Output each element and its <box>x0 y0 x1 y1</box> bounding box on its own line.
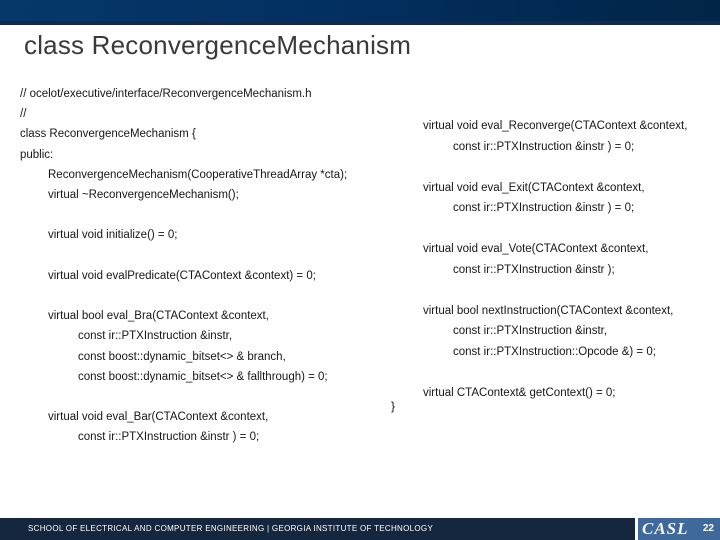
code-line: ReconvergenceMechanism(CooperativeThread… <box>48 168 348 181</box>
code-line: const ir::PTXInstruction &instr ) = 0; <box>78 431 260 444</box>
code-line: // ocelot/executive/interface/Reconverge… <box>20 88 312 100</box>
footer-bar: SCHOOL OF ELECTRICAL AND COMPUTER ENGINE… <box>0 518 720 540</box>
code-line <box>423 362 687 383</box>
code-line: virtual bool nextInstruction(CTAContext … <box>423 304 674 317</box>
code-line <box>423 280 687 301</box>
slide-title: class ReconvergenceMechanism <box>24 30 412 60</box>
code-line: const boost::dynamic_bitset<> & fallthro… <box>78 370 328 383</box>
code-line: virtual void initialize() = 0; <box>48 229 178 242</box>
code-line <box>20 205 347 225</box>
code-line: // <box>20 108 27 121</box>
code-line <box>423 157 687 178</box>
code-line: virtual void evalPredicate(CTAContext &c… <box>48 269 316 282</box>
code-line: virtual bool eval_Bra(CTAContext &contex… <box>48 310 269 323</box>
class-closing-brace: } <box>391 399 396 413</box>
code-line: public: <box>20 148 54 161</box>
code-line: virtual ~ReconvergenceMechanism(); <box>48 189 239 202</box>
casl-logo: CASL 22 <box>635 518 720 540</box>
code-line <box>423 219 687 240</box>
code-line: const ir::PTXInstruction &instr ) = 0; <box>453 140 635 153</box>
code-line <box>20 387 347 407</box>
page-number: 22 <box>702 523 714 534</box>
code-line: const ir::PTXInstruction &instr ) = 0; <box>453 202 635 214</box>
code-line: const boost::dynamic_bitset<> & branch, <box>78 350 286 363</box>
code-line: virtual void eval_Bar(CTAContext &contex… <box>48 411 269 424</box>
code-column-left: // ocelot/executive/interface/Reconverge… <box>20 84 347 448</box>
code-line <box>20 286 347 306</box>
code-line: const ir::PTXInstruction &instr, <box>78 330 233 343</box>
code-line: virtual CTAContext& getContext() = 0; <box>423 386 616 399</box>
casl-logo-text: CASL <box>642 519 689 538</box>
code-line: virtual void eval_Exit(CTAContext &conte… <box>423 181 645 194</box>
code-line: const ir::PTXInstruction::Opcode &) = 0; <box>453 345 656 358</box>
code-line: class ReconvergenceMechanism { <box>20 128 196 141</box>
code-line <box>20 246 347 266</box>
code-line: const ir::PTXInstruction &instr, <box>453 325 608 337</box>
code-column-right: virtual void eval_Reconverge(CTAContext … <box>423 116 687 403</box>
code-line: const ir::PTXInstruction &instr ); <box>453 263 615 276</box>
footer-text: SCHOOL OF ELECTRICAL AND COMPUTER ENGINE… <box>28 524 434 533</box>
header-bar <box>0 0 720 25</box>
code-line: virtual void eval_Vote(CTAContext &conte… <box>423 243 649 255</box>
code-line: virtual void eval_Reconverge(CTAContext … <box>423 120 688 132</box>
